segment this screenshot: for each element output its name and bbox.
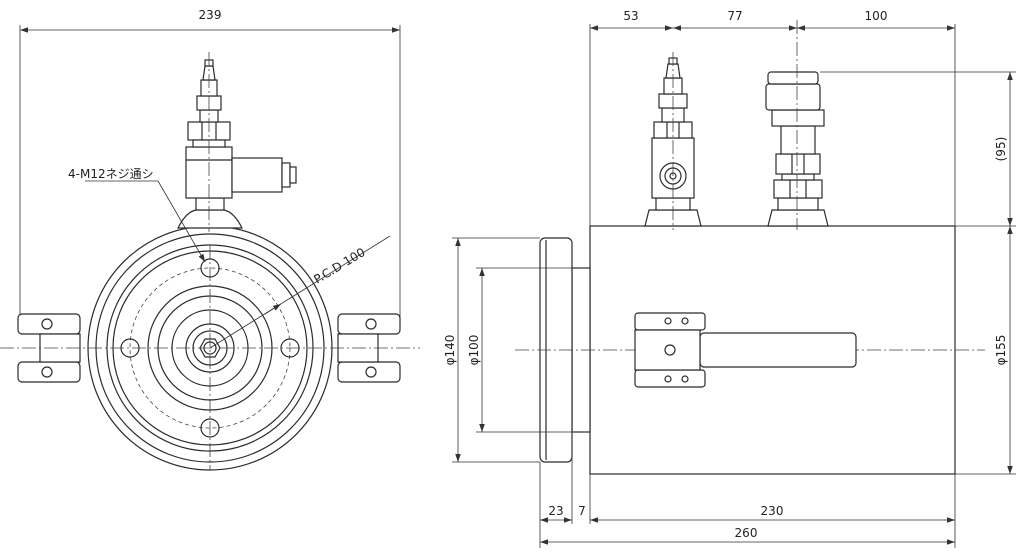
height-dim-label: (95) [994,137,1008,162]
bore-dia-label: φ100 [467,335,481,366]
front-valve-assembly [177,52,297,232]
flange-dia-label: φ140 [443,335,457,366]
side-lug-bar [634,312,857,388]
bottom-dim-230-label: 230 [761,504,784,518]
top-dim-1-label: 53 [623,9,638,23]
side-view: 53 77 100 (95) φ155 φ140 φ100 23 7 230 2 [443,9,1016,548]
top-dim-3-label: 100 [865,9,888,23]
overall-width-label: 239 [199,8,222,22]
bottom-dim-23-label: 23 [548,504,563,518]
right-lug [337,313,401,383]
top-dim-2-label: 77 [727,9,742,23]
overall-length-label: 260 [735,526,758,540]
side-left-valve [644,52,702,230]
bottom-dim-7-label: 7 [578,504,586,518]
body-dia-label: φ155 [994,335,1008,366]
hole-note-label: 4-M12ネジ通シ [68,167,154,181]
front-view: 239 [0,8,420,471]
side-right-coupler [765,20,829,230]
pcd-note-label: P.C.D 100 [311,245,367,287]
